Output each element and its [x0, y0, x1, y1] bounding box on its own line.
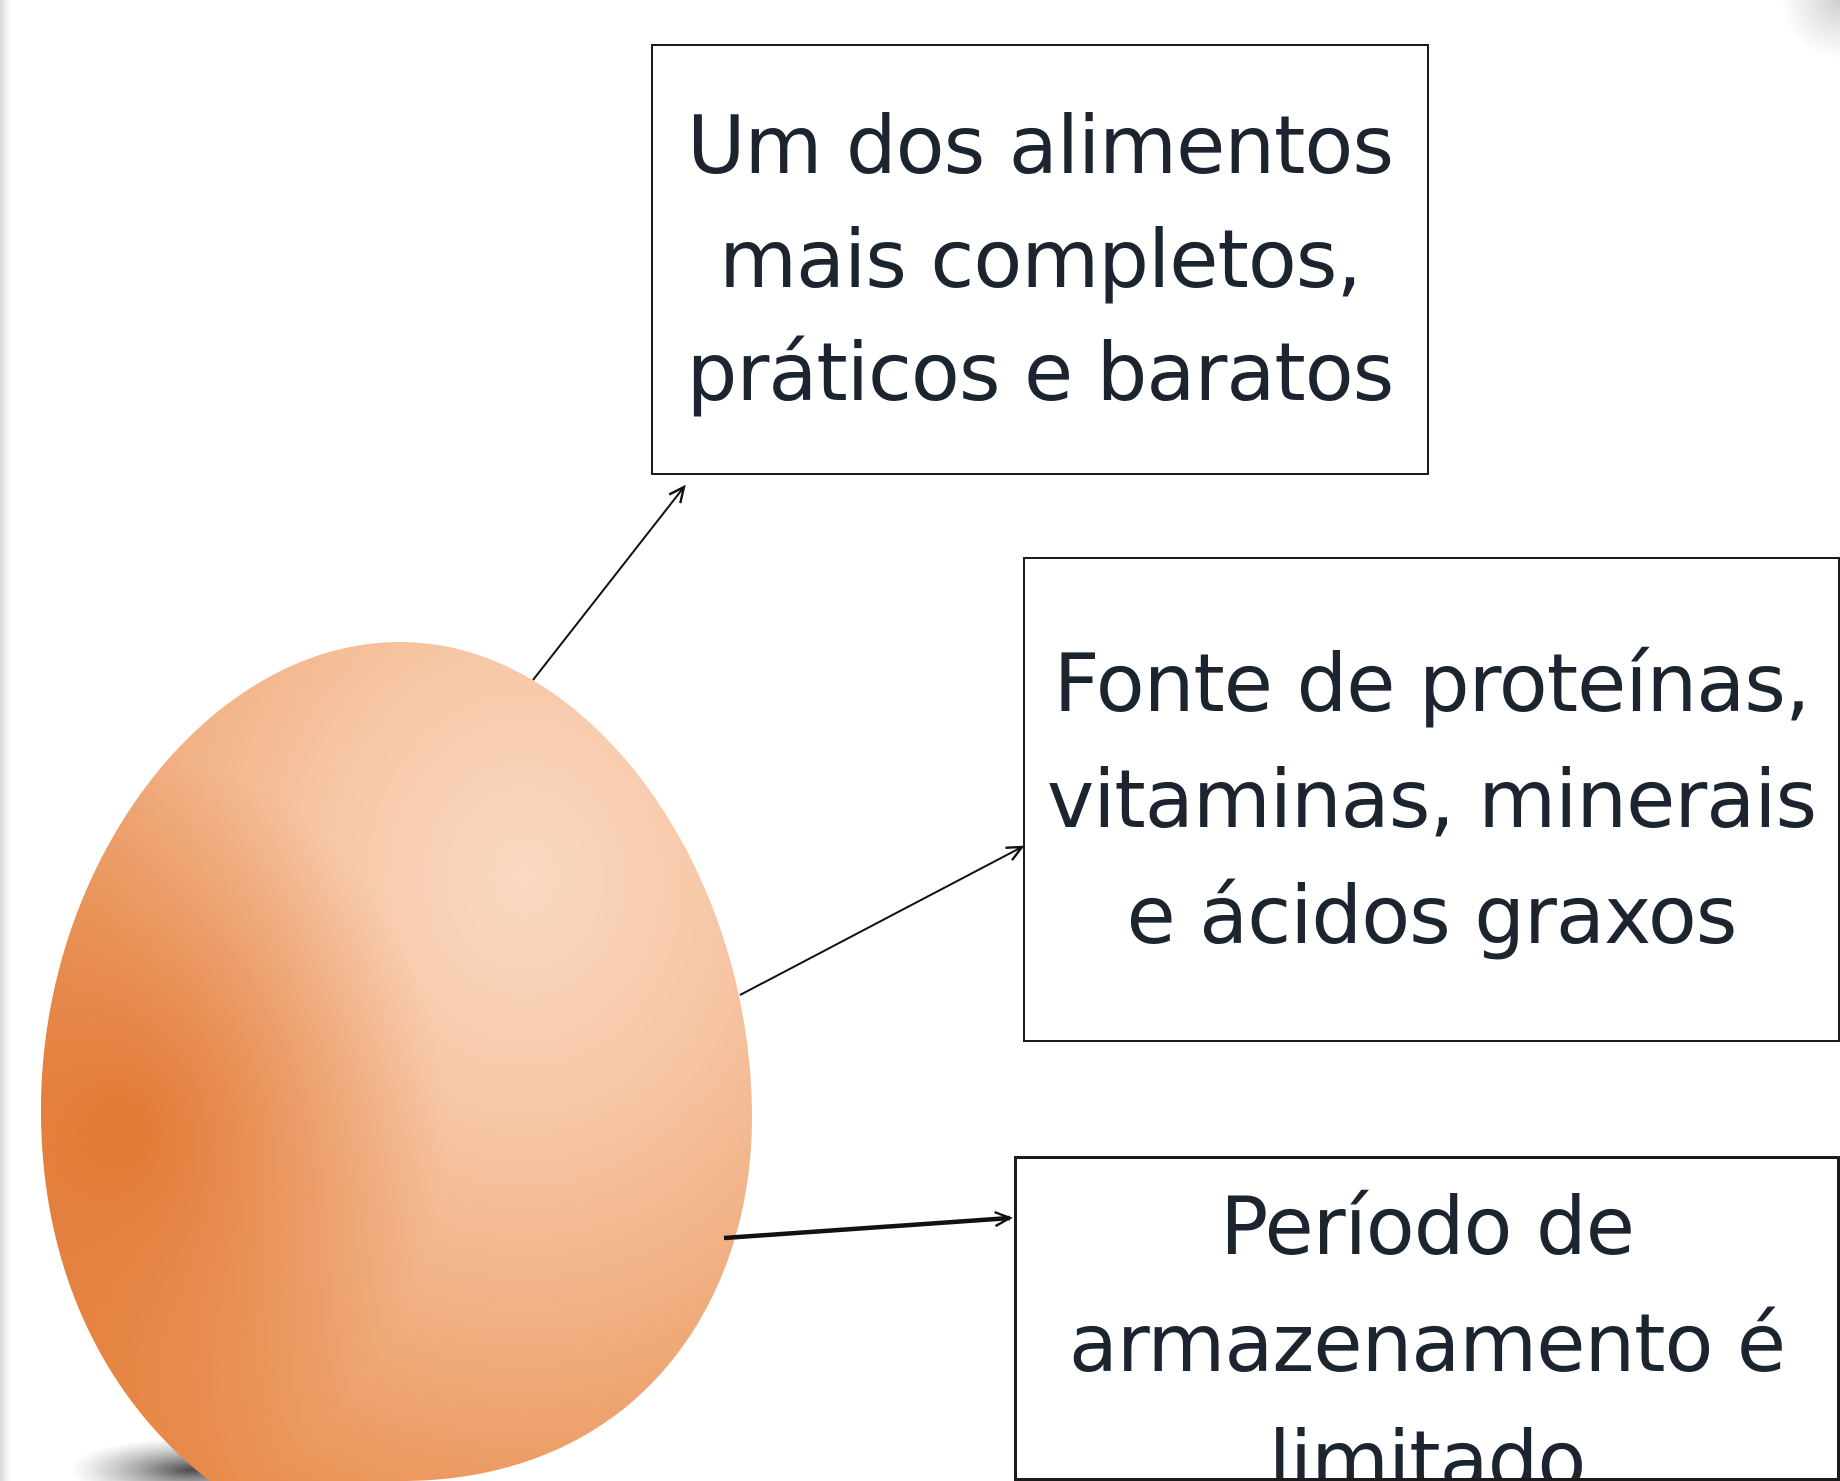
text-box-nutrient-source: Fonte de proteínas, vitaminas, minerais …: [1023, 557, 1840, 1042]
page-edge-shadow: [0, 0, 12, 1481]
egg-side-shade: [41, 642, 752, 1481]
arrow-to-box-2: [739, 845, 1025, 996]
text-box-storage-limited-label: Período de armazenamento é limitado: [1068, 1180, 1786, 1481]
arrow-to-box-3: [723, 1210, 1013, 1241]
text-box-nutrient-source-label: Fonte de proteínas, vitaminas, minerais …: [1046, 636, 1817, 962]
text-box-complete-food: Um dos alimentos mais completos, prático…: [651, 44, 1429, 475]
page-corner-shadow: [1780, 0, 1840, 60]
text-box-storage-limited: Período de armazenamento é limitado: [1014, 1156, 1840, 1481]
arrow-to-box-1: [532, 484, 686, 681]
text-box-complete-food-label: Um dos alimentos mais completos, prático…: [686, 99, 1395, 420]
